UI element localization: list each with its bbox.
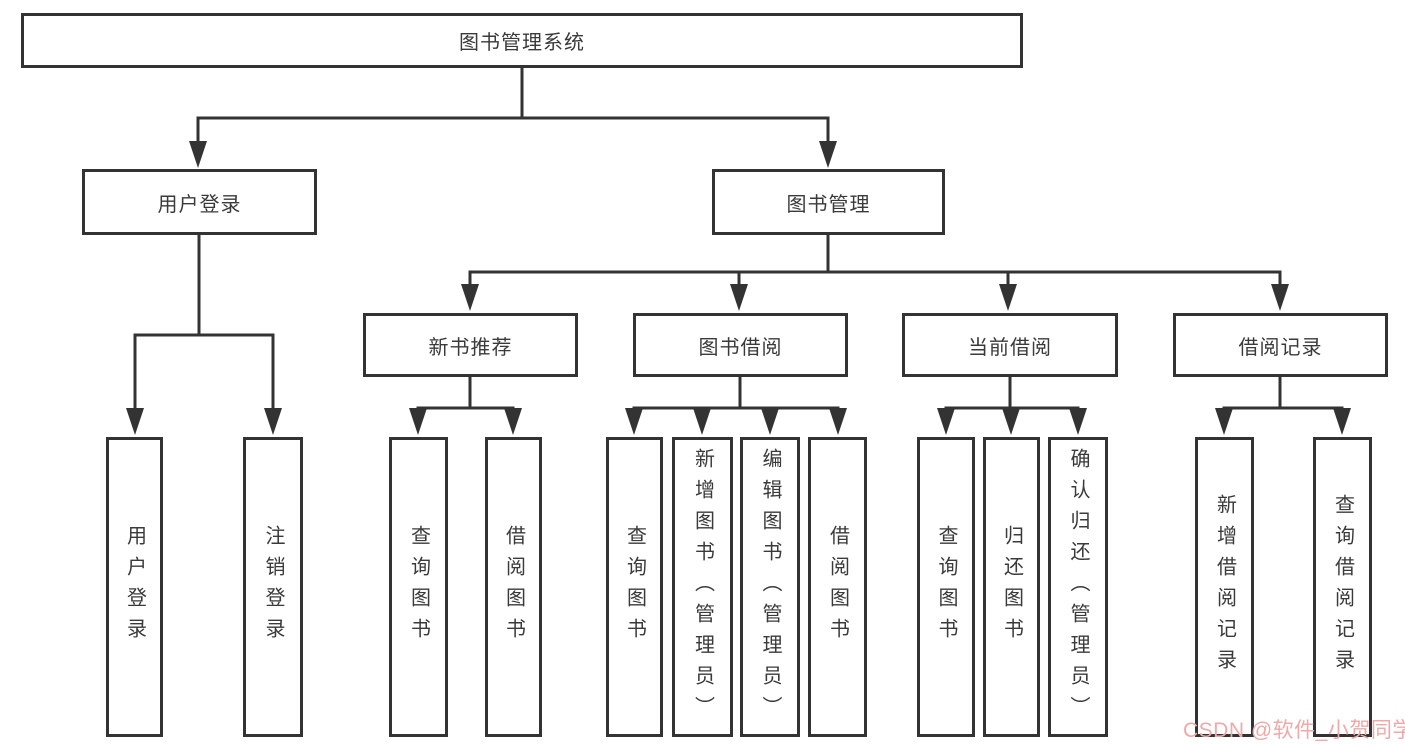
node-user-login: 用户登录	[82, 169, 317, 235]
arrow-to-current-borrow	[999, 284, 1017, 311]
node-root: 图书管理系统	[21, 13, 1023, 68]
node-borrow-records: 借阅记录	[1173, 313, 1388, 377]
node-root-label: 图书管理系统	[459, 32, 585, 54]
leaf-bb-query-books-label: 查询图书	[623, 525, 646, 649]
arrow-to-bb-edit	[761, 408, 779, 435]
leaf-nb-query-books: 查询图书	[389, 437, 448, 737]
arrow-to-nb-query	[409, 408, 427, 435]
leaf-user-login: 用户登录	[106, 437, 163, 737]
leaf-cb-confirm-return-label: 确认归还（管理员）	[1067, 447, 1089, 727]
node-book-management-label: 图书管理	[786, 193, 871, 216]
node-borrow-records-label: 借阅记录	[1238, 336, 1323, 359]
leaf-cb-confirm-return: 确认归还（管理员）	[1048, 437, 1108, 737]
leaf-bb-borrow-books: 借阅图书	[808, 437, 867, 737]
arrow-to-cb-query	[937, 408, 955, 435]
leaf-logout: 注销登录	[243, 437, 303, 737]
leaf-user-login-label: 用户登录	[123, 525, 146, 649]
leaf-nb-borrow-books: 借阅图书	[485, 437, 542, 737]
leaf-bb-query-books: 查询图书	[606, 437, 663, 737]
csdn-watermark: CSDN @软件_小贺同学	[1183, 719, 1405, 742]
arrow-to-book-borrow	[730, 284, 748, 311]
arrow-to-cb-return	[1002, 408, 1020, 435]
node-current-borrow: 当前借阅	[902, 313, 1118, 377]
node-current-borrow-label: 当前借阅	[968, 336, 1052, 359]
arrow-to-bb-query	[625, 408, 643, 435]
leaf-bb-add-books: 新增图书（管理员）	[672, 437, 733, 737]
leaf-cb-return-books-label: 归还图书	[1000, 525, 1023, 649]
arrow-to-new-book-recommend	[461, 284, 479, 311]
node-book-borrow-label: 图书借阅	[698, 336, 783, 359]
node-book-borrow: 图书借阅	[633, 313, 848, 377]
arrow-to-nb-borrow	[504, 408, 522, 435]
arrow-to-br-add	[1215, 408, 1233, 435]
node-new-book-recommend-label: 新书推荐	[428, 336, 513, 359]
leaf-bb-add-books-label: 新增图书（管理员）	[691, 447, 714, 727]
leaf-logout-label: 注销登录	[262, 525, 284, 649]
leaf-br-add-record: 新增借阅记录	[1195, 437, 1254, 737]
arrow-to-leaf-user-login	[126, 408, 144, 435]
node-new-book-recommend: 新书推荐	[363, 313, 578, 377]
leaf-bb-edit-books: 编辑图书（管理员）	[740, 437, 800, 737]
leaf-nb-query-books-label: 查询图书	[407, 525, 430, 649]
leaf-cb-query-books: 查询图书	[917, 437, 975, 737]
arrowheads	[126, 141, 1351, 435]
arrow-to-cb-confirm	[1069, 408, 1087, 435]
arrow-to-book-management	[819, 141, 837, 168]
leaf-nb-borrow-books-label: 借阅图书	[502, 525, 525, 649]
node-book-management: 图书管理	[712, 169, 945, 235]
arrow-to-bb-add	[693, 408, 711, 435]
leaf-br-query-record: 查询借阅记录	[1313, 437, 1372, 737]
leaf-cb-return-books: 归还图书	[983, 437, 1040, 737]
arrow-to-user-login	[189, 141, 207, 168]
connector-lines	[133, 66, 1344, 414]
leaf-br-add-record-label: 新增借阅记录	[1213, 494, 1236, 680]
arrow-to-br-query	[1333, 408, 1351, 435]
arrow-to-bb-borrow	[829, 408, 847, 435]
leaf-br-query-record-label: 查询借阅记录	[1331, 494, 1354, 680]
arrow-to-borrow-records	[1271, 284, 1289, 311]
leaf-cb-query-books-label: 查询图书	[935, 525, 957, 649]
node-user-login-label: 用户登录	[157, 193, 242, 216]
leaf-bb-edit-books-label: 编辑图书（管理员）	[759, 447, 781, 727]
leaf-bb-borrow-books-label: 借阅图书	[826, 525, 849, 649]
arrow-to-leaf-logout	[264, 408, 282, 435]
